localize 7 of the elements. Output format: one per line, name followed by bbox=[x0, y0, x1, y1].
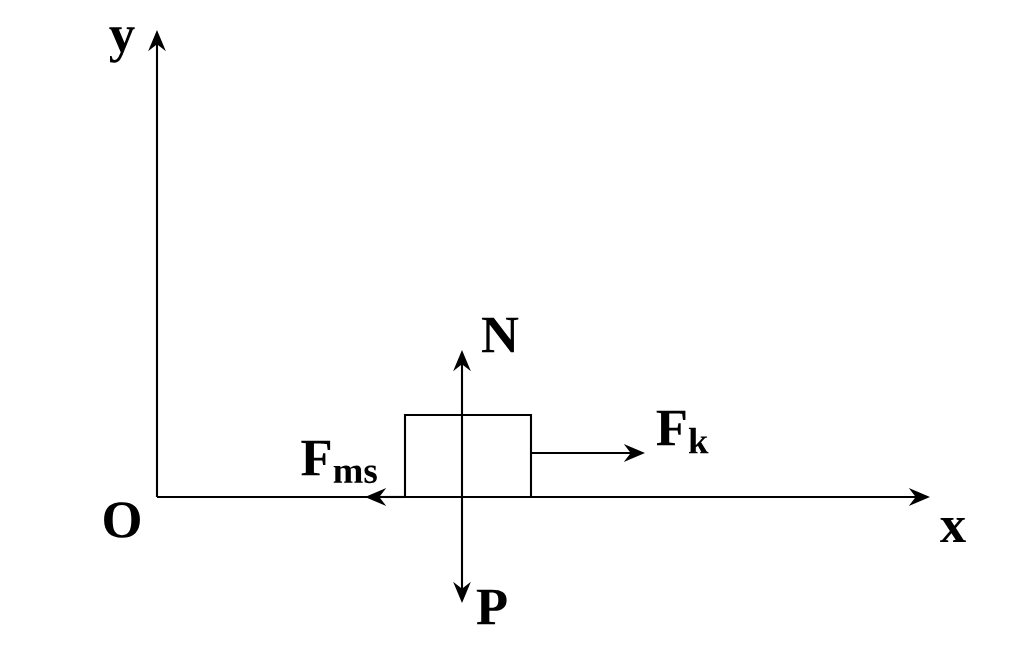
origin-label: O bbox=[104, 502, 140, 538]
block bbox=[403, 413, 533, 499]
axis-label: y bbox=[109, 27, 135, 63]
force-label: P bbox=[476, 589, 507, 625]
force-label: N bbox=[481, 317, 519, 353]
force-label: F$_{k}$ bbox=[656, 410, 709, 454]
axis-label: x bbox=[940, 517, 966, 543]
